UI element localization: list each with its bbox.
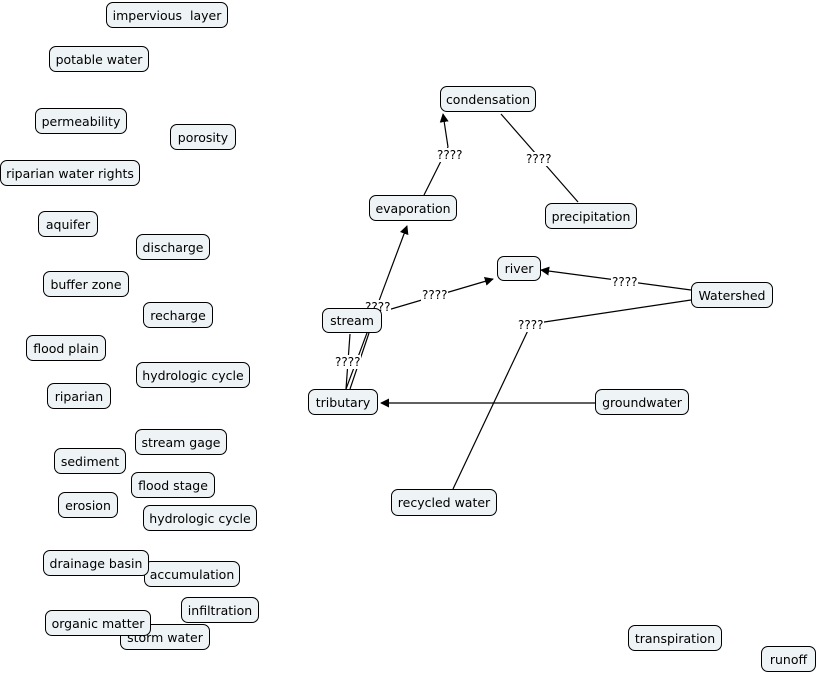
concept-hydrologic-cycle-1[interactable]: hydrologic cycle bbox=[136, 362, 250, 388]
link-label-trib-stream[interactable]: ???? bbox=[334, 355, 362, 369]
concept-transpiration[interactable]: transpiration bbox=[628, 625, 722, 651]
concept-organic-matter[interactable]: organic matter bbox=[45, 610, 151, 636]
concept-runoff[interactable]: runoff bbox=[761, 646, 816, 672]
concept-stream[interactable]: stream bbox=[322, 308, 382, 333]
link-label-evap-cond[interactable]: ???? bbox=[436, 148, 464, 162]
concept-potable-water[interactable]: potable water bbox=[49, 46, 149, 72]
concept-hydrologic-cycle-2[interactable]: hydrologic cycle bbox=[143, 505, 257, 531]
concept-permeability[interactable]: permeability bbox=[35, 108, 127, 134]
concept-aquifer[interactable]: aquifer bbox=[38, 211, 98, 237]
concept-evaporation[interactable]: evaporation bbox=[369, 195, 457, 221]
concept-riparian[interactable]: riparian bbox=[47, 383, 111, 409]
link-label-recycled-watershed[interactable]: ???? bbox=[517, 318, 545, 332]
concept-accumulation[interactable]: accumulation bbox=[144, 561, 240, 587]
concept-condensation[interactable]: condensation bbox=[440, 86, 536, 112]
link-label-precip-cond[interactable]: ???? bbox=[525, 152, 553, 166]
concept-porosity[interactable]: porosity bbox=[170, 124, 236, 150]
concept-storm-water[interactable]: storm water bbox=[120, 624, 210, 650]
link-label-stream-river[interactable]: ???? bbox=[421, 288, 449, 302]
concept-flood-stage[interactable]: flood stage bbox=[131, 472, 215, 498]
concept-flood-plain[interactable]: flood plain bbox=[26, 335, 106, 361]
concept-recharge[interactable]: recharge bbox=[143, 302, 213, 328]
concept-drainage-basin[interactable]: drainage basin bbox=[43, 550, 149, 576]
concept-infiltration[interactable]: infiltration bbox=[181, 597, 259, 623]
link-label-watershed-river[interactable]: ???? bbox=[611, 275, 639, 289]
concept-buffer-zone[interactable]: buffer zone bbox=[43, 271, 129, 297]
concept-groundwater[interactable]: groundwater bbox=[595, 389, 689, 415]
concept-erosion[interactable]: erosion bbox=[58, 492, 118, 518]
concept-discharge[interactable]: discharge bbox=[136, 234, 210, 260]
concept-impervious-layer[interactable]: impervious layer bbox=[106, 2, 228, 28]
arrow-to-condensation bbox=[439, 113, 449, 148]
concept-watershed[interactable]: Watershed bbox=[691, 282, 773, 308]
concept-riparian-water-rights[interactable]: riparian water rights bbox=[0, 160, 140, 186]
concept-recycled-water[interactable]: recycled water bbox=[391, 489, 497, 516]
link-recycled-watershed bbox=[452, 323, 532, 490]
link-recycled-watershed-2 bbox=[530, 299, 692, 325]
concept-river[interactable]: river bbox=[497, 256, 541, 281]
concept-sediment[interactable]: sediment bbox=[54, 448, 126, 474]
concept-stream-gage[interactable]: stream gage bbox=[135, 429, 227, 455]
concept-tributary[interactable]: tributary bbox=[308, 389, 378, 415]
concept-precipitation[interactable]: precipitation bbox=[545, 203, 637, 229]
